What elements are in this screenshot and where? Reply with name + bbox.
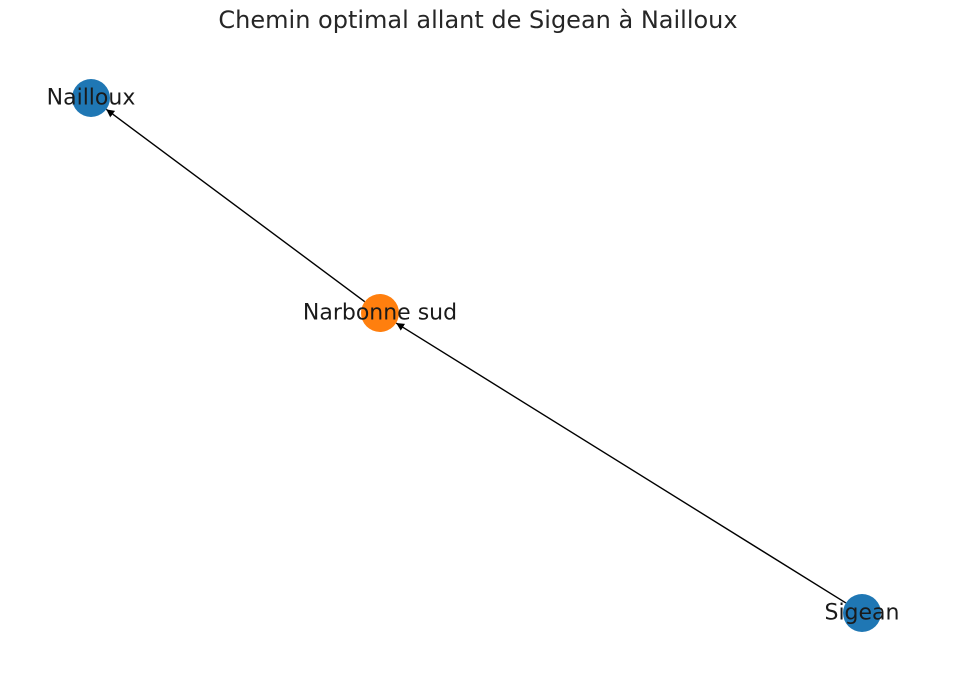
- node-sigean: Sigean: [824, 594, 900, 632]
- node-marker-nailloux: [72, 79, 110, 117]
- node-marker-narbonne-sud: [361, 294, 399, 332]
- nodes-layer: Nailloux Narbonne sud Sigean: [47, 79, 900, 632]
- edges-layer: [105, 108, 847, 604]
- edge-narbonne-sud-to-nailloux: [105, 108, 366, 303]
- node-label-narbonne-sud: Narbonne sud: [303, 301, 457, 326]
- node-label-nailloux: Nailloux: [47, 86, 136, 111]
- node-marker-sigean: [843, 594, 881, 632]
- node-nailloux: Nailloux: [47, 79, 136, 117]
- edge-sigean-to-narbonne-sud: [395, 322, 847, 604]
- graph-title: Chemin optimal allant de Sigean à Naillo…: [218, 6, 738, 34]
- node-narbonne-sud: Narbonne sud: [303, 294, 457, 332]
- node-label-sigean: Sigean: [824, 601, 899, 626]
